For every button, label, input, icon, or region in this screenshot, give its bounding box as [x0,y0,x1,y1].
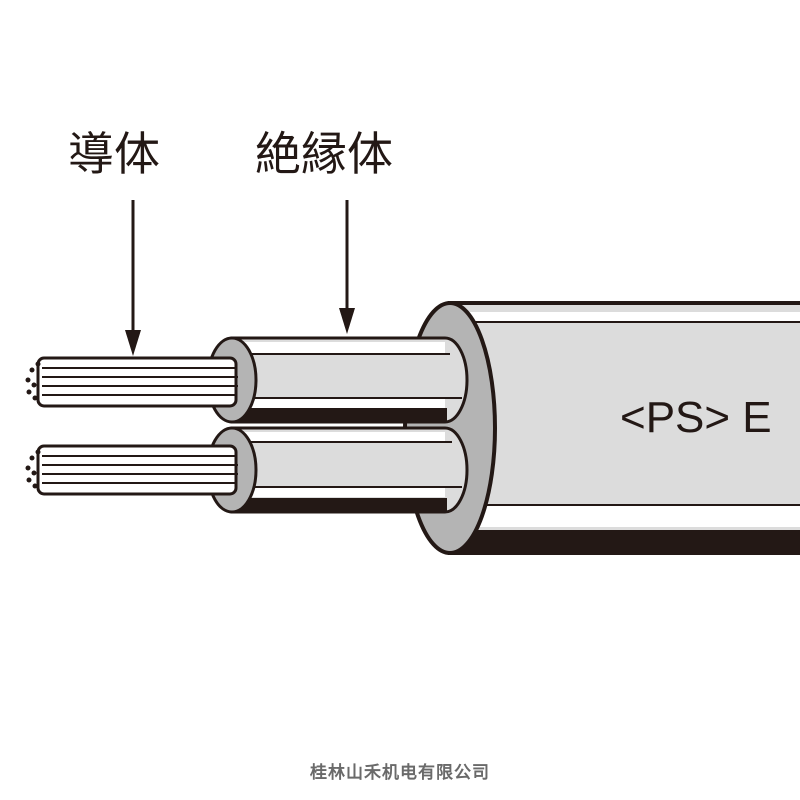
insulator-label: 絶縁体 [255,127,393,181]
conductor-lower [25,444,238,496]
insulated-wire-upper [206,336,469,424]
conductor-label: 導体 [68,127,160,181]
watermark: 桂林山禾机电有限公司 [310,763,490,783]
conductor-upper [25,356,238,408]
insulated-wire-lower [206,426,469,514]
insulator-arrow [339,200,355,334]
conductor-arrow [125,200,141,356]
cable-marking: <PS> E [620,393,772,442]
